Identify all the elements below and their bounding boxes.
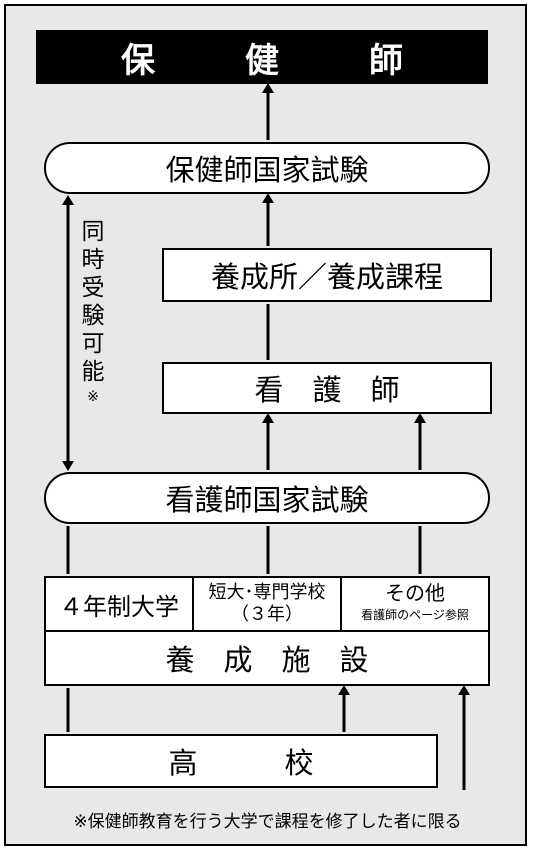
junior-college-cell: 短大･専門学校 （３年）: [194, 578, 342, 630]
high-school-box: 高 校: [44, 734, 438, 788]
nurse-exam-label: 看護師国家試験: [165, 483, 369, 517]
training-facilities-label: 養 成 施 設: [165, 643, 369, 677]
training-box: 養成所／養成課程: [162, 248, 492, 302]
nurse-label: 看 護 師: [254, 373, 400, 407]
phn-exam-box: 保健師国家試験: [44, 142, 490, 194]
other-cell: その他 看護師のページ参照: [361, 581, 469, 622]
nurse-box: 看 護 師: [162, 362, 492, 414]
high-school-label: 高 校: [168, 746, 314, 780]
university-cell: ４年制大学: [46, 578, 194, 630]
phn-exam-label: 保健師国家試験: [165, 153, 369, 187]
footnote: ※保健師教育を行う大学で課程を修了した者に限る: [73, 812, 462, 832]
training-facilities-box: 養 成 施 設: [44, 630, 490, 686]
simultaneous-exam-note: 同 時 受 験 可 能 ※: [81, 219, 105, 405]
nurse-exam-box: 看護師国家試験: [44, 472, 490, 524]
training-label: 養成所／養成課程: [210, 260, 443, 294]
public-health-nurse-title: 保 健 師: [36, 30, 488, 84]
